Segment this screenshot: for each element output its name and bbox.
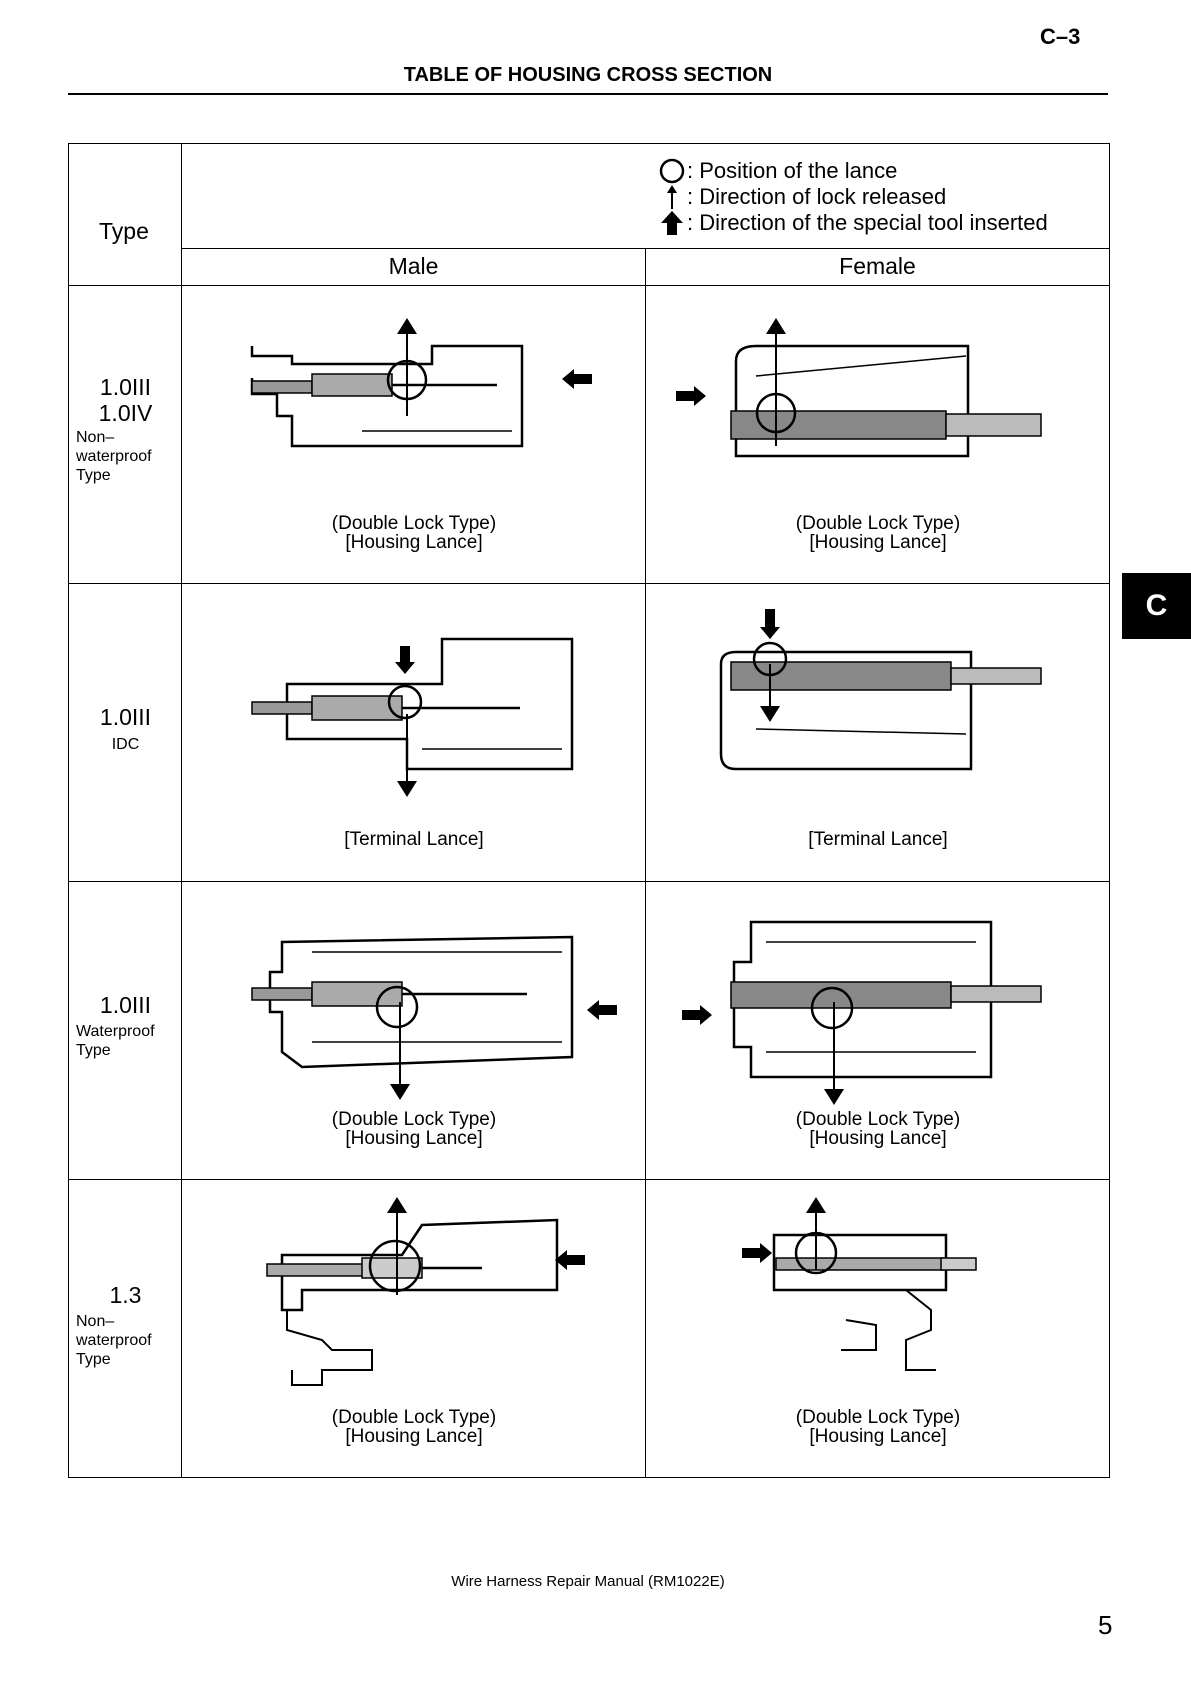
type-cell-4: 1.3 Non– waterproof Type: [68, 1179, 182, 1478]
male-header: Male: [388, 253, 439, 279]
tool-arrow-icon: [562, 369, 592, 389]
lance-position-circle: [368, 1239, 422, 1293]
male-cell-4: (Double Lock Type) [Housing Lance]: [181, 1179, 646, 1478]
female-connector-diagram: [742, 1197, 977, 1371]
tool-arrow-icon: [587, 1000, 617, 1020]
male-connector-diagram: [250, 318, 592, 448]
footer-manual-title: Wire Harness Repair Manual (RM1022E): [451, 1573, 725, 1590]
female-cell-1: (Double Lock Type) [Housing Lance]: [645, 285, 1110, 584]
female-cell-2: [Terminal Lance]: [645, 583, 1110, 882]
female-connector-diagram: [676, 318, 1042, 458]
tool-arrow-icon: [395, 646, 415, 674]
legend-lock: : Direction of lock released: [657, 184, 1048, 210]
thin-arrow-up-icon: [657, 184, 687, 210]
female-connector-diagram: [682, 920, 1042, 1105]
legend: : Position of the lance : Direction of l…: [657, 158, 1048, 236]
page-title: TABLE OF HOUSING CROSS SECTION: [403, 64, 773, 86]
type-cell-2: 1.0III IDC: [68, 583, 182, 882]
male-connector-diagram: [266, 1197, 585, 1386]
male-cell-1: (Double Lock Type) [Housing Lance]: [181, 285, 646, 584]
female-header-cell: Female: [645, 248, 1110, 286]
female-connector-diagram: [719, 609, 1042, 771]
lance-position-circle: [810, 986, 854, 1030]
tool-arrow-icon: [555, 1250, 585, 1270]
male-cell-3: (Double Lock Type) [Housing Lance]: [181, 881, 646, 1180]
tool-arrow-icon: [676, 386, 706, 406]
block-arrow-up-icon: [657, 210, 687, 236]
male-connector-diagram: [251, 935, 617, 1100]
male-header-cell: Male: [181, 248, 646, 286]
housing-cross-section-table: Type : Position of the lance : Direction…: [68, 143, 1110, 1478]
tool-arrow-icon: [682, 1005, 712, 1025]
lance-position-circle: [387, 684, 423, 720]
type-header: Type: [99, 218, 149, 244]
tool-arrow-icon: [742, 1243, 772, 1263]
circle-icon: [657, 158, 687, 184]
legend-cell: : Position of the lance : Direction of l…: [181, 143, 1110, 249]
lance-position-circle: [375, 985, 419, 1029]
section-tab[interactable]: C: [1122, 573, 1191, 639]
tool-arrow-icon: [760, 609, 780, 639]
female-header: Female: [839, 253, 916, 279]
type-header-cell: Type: [68, 143, 182, 286]
legend-lance: : Position of the lance: [657, 158, 1048, 184]
legend-tool: : Direction of the special tool inserted: [657, 210, 1048, 236]
type-cell-3: 1.0III Waterproof Type: [68, 881, 182, 1180]
page-code: C–3: [1040, 24, 1081, 49]
female-cell-4: (Double Lock Type) [Housing Lance]: [645, 1179, 1110, 1478]
type-cell-1: 1.0III 1.0IV Non– waterproof Type: [68, 285, 182, 584]
male-connector-diagram: [251, 637, 574, 797]
male-cell-2: [Terminal Lance]: [181, 583, 646, 882]
header-rule: [68, 93, 1108, 95]
female-cell-3: (Double Lock Type) [Housing Lance]: [645, 881, 1110, 1180]
page-number: 5: [1098, 1610, 1113, 1640]
